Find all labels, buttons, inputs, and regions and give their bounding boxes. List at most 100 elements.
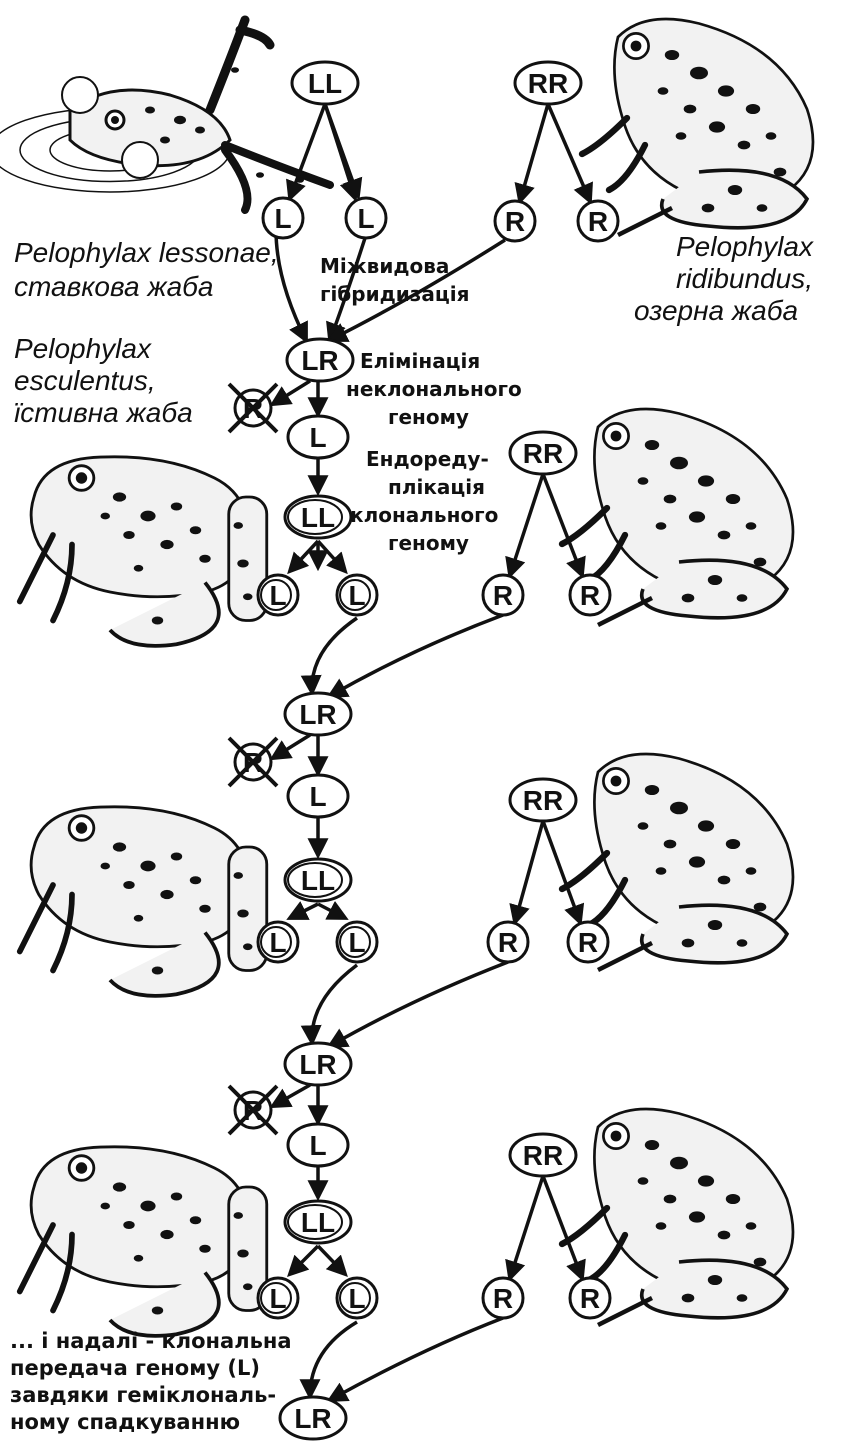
node-rr-parent-3: RR bbox=[510, 779, 576, 821]
ridibundus-common-label: озерна жаба bbox=[634, 296, 798, 325]
edible-frog-esculentus-illustration-1 bbox=[20, 457, 267, 646]
footer-line-4: ному спадкуванню bbox=[10, 1411, 240, 1435]
node-l-clonal-2b: L bbox=[337, 922, 377, 962]
footer-line-3: завдяки геміклональ- bbox=[10, 1384, 276, 1408]
genome-label: L bbox=[309, 1130, 326, 1161]
node-lr-hybrid-3: LR bbox=[285, 1043, 351, 1085]
elimination-label-1: Елімінація bbox=[360, 350, 480, 372]
node-r-gamete-4a: R bbox=[483, 1278, 523, 1318]
node-rr-parent-4: RR bbox=[510, 1134, 576, 1176]
gamete-fusion-arrow bbox=[330, 1318, 503, 1400]
inheritance-arrow bbox=[510, 474, 543, 575]
genome-label: RR bbox=[523, 785, 563, 816]
node-lr-hybrid-2: LR bbox=[285, 693, 351, 735]
node-l-clonal-2a: L bbox=[258, 922, 298, 962]
lessonae-latin-label: Pelophylax lessonae, bbox=[14, 238, 279, 267]
node-r-gamete-2b: R bbox=[570, 575, 610, 615]
inheritance-arrow bbox=[318, 1246, 345, 1274]
lessonae-common-label: ставкова жаба bbox=[14, 272, 214, 301]
node-r-gamete-3a: R bbox=[488, 922, 528, 962]
marsh-frog-ridibundus-illustration-1 bbox=[582, 19, 813, 235]
inheritance-arrow bbox=[318, 904, 345, 918]
node-l-clonal-3a: L bbox=[258, 1278, 298, 1318]
footer-line-1: ... і надалі - клональна bbox=[10, 1330, 292, 1354]
ridibundus-latin-label-2: ridibundus, bbox=[676, 264, 813, 293]
node-ll-endo-3: LL bbox=[285, 1201, 351, 1243]
genome-label: LR bbox=[299, 699, 336, 730]
genome-label: LR bbox=[301, 345, 338, 376]
genome-label: L bbox=[274, 203, 291, 234]
node-lr-hybrid-1: LR bbox=[287, 339, 353, 381]
genome-label: R bbox=[580, 1283, 600, 1314]
esculentus-common-label: їстивна жаба bbox=[14, 398, 193, 427]
node-l-clonal-1b: L bbox=[337, 575, 377, 615]
genome-label: R bbox=[493, 1283, 513, 1314]
genome-label: LL bbox=[301, 502, 335, 533]
inheritance-arrow bbox=[290, 541, 318, 571]
inheritance-arrow bbox=[273, 381, 310, 404]
node-r-gamete-1b: R bbox=[578, 201, 618, 241]
node-l-clonal-1a: L bbox=[258, 575, 298, 615]
genome-label: L bbox=[269, 580, 286, 611]
genome-label: R bbox=[588, 206, 608, 237]
inheritance-arrow bbox=[543, 474, 582, 575]
pool-frog-lessonae-illustration bbox=[0, 20, 330, 210]
node-ll-parent: LL bbox=[292, 62, 358, 104]
inheritance-arrow bbox=[273, 735, 310, 758]
genome-label: LR bbox=[294, 1403, 331, 1434]
elimination-label-3: геному bbox=[388, 406, 469, 428]
inheritance-arrow bbox=[515, 821, 543, 922]
node-l-1: L bbox=[288, 416, 348, 458]
node-r-eliminated-1: R bbox=[229, 384, 277, 432]
endoreduplication-label-2: плікація bbox=[388, 476, 485, 498]
genome-label: LL bbox=[308, 68, 342, 99]
genome-label: L bbox=[357, 203, 374, 234]
genome-label: L bbox=[309, 422, 326, 453]
inheritance-arrow bbox=[520, 104, 548, 201]
genome-label: L bbox=[309, 781, 326, 812]
inheritance-arrow bbox=[290, 904, 318, 918]
genome-label: R bbox=[505, 206, 525, 237]
gamete-fusion-arrow bbox=[312, 618, 357, 692]
node-l-2: L bbox=[288, 775, 348, 817]
genome-label: RR bbox=[523, 1140, 563, 1171]
node-l-gamete-1: L bbox=[263, 198, 303, 238]
footer-line-2: передача геному (L) bbox=[10, 1357, 260, 1381]
node-ll-endo-1: LL bbox=[285, 496, 351, 538]
genome-label: R bbox=[493, 580, 513, 611]
genome-label: RR bbox=[528, 68, 568, 99]
endoreduplication-label-1: Ендореду- bbox=[366, 448, 489, 470]
edible-frog-esculentus-illustration-2 bbox=[20, 807, 267, 996]
genome-label: LL bbox=[301, 1207, 335, 1238]
genome-label: LL bbox=[301, 865, 335, 896]
edible-frog-esculentus-illustration-3 bbox=[20, 1147, 267, 1336]
esculentus-latin-label-2: esculentus, bbox=[14, 366, 156, 395]
inheritance-arrow bbox=[318, 541, 345, 571]
genome-label: L bbox=[269, 927, 286, 958]
node-rr-parent-2: RR bbox=[510, 432, 576, 474]
endoreduplication-label-3: клонального bbox=[350, 504, 498, 526]
genome-label: LR bbox=[299, 1049, 336, 1080]
gamete-fusion-arrow bbox=[330, 962, 508, 1046]
genome-label: RR bbox=[523, 438, 563, 469]
hybridization-label-1: Міжвидова bbox=[320, 255, 449, 277]
node-lr-hybrid-4: LR bbox=[280, 1397, 346, 1439]
esculentus-latin-label-1: Pelophylax bbox=[14, 334, 151, 363]
inheritance-arrow bbox=[273, 1085, 310, 1106]
genome-label: R bbox=[580, 580, 600, 611]
elimination-label-2: неклонального bbox=[346, 378, 522, 400]
gamete-fusion-arrow bbox=[330, 615, 503, 696]
node-ll-endo-2: LL bbox=[285, 859, 351, 901]
node-l-3: L bbox=[288, 1124, 348, 1166]
gamete-fusion-arrow bbox=[312, 965, 357, 1042]
endoreduplication-label-4: геному bbox=[388, 532, 469, 554]
inheritance-arrow bbox=[510, 1176, 543, 1278]
node-r-eliminated-3: R bbox=[229, 1086, 277, 1134]
node-r-gamete-4b: R bbox=[570, 1278, 610, 1318]
genome-label: L bbox=[348, 1283, 365, 1314]
node-r-gamete-2a: R bbox=[483, 575, 523, 615]
genome-label: R bbox=[578, 927, 598, 958]
genome-label: L bbox=[348, 580, 365, 611]
genome-label: L bbox=[348, 927, 365, 958]
